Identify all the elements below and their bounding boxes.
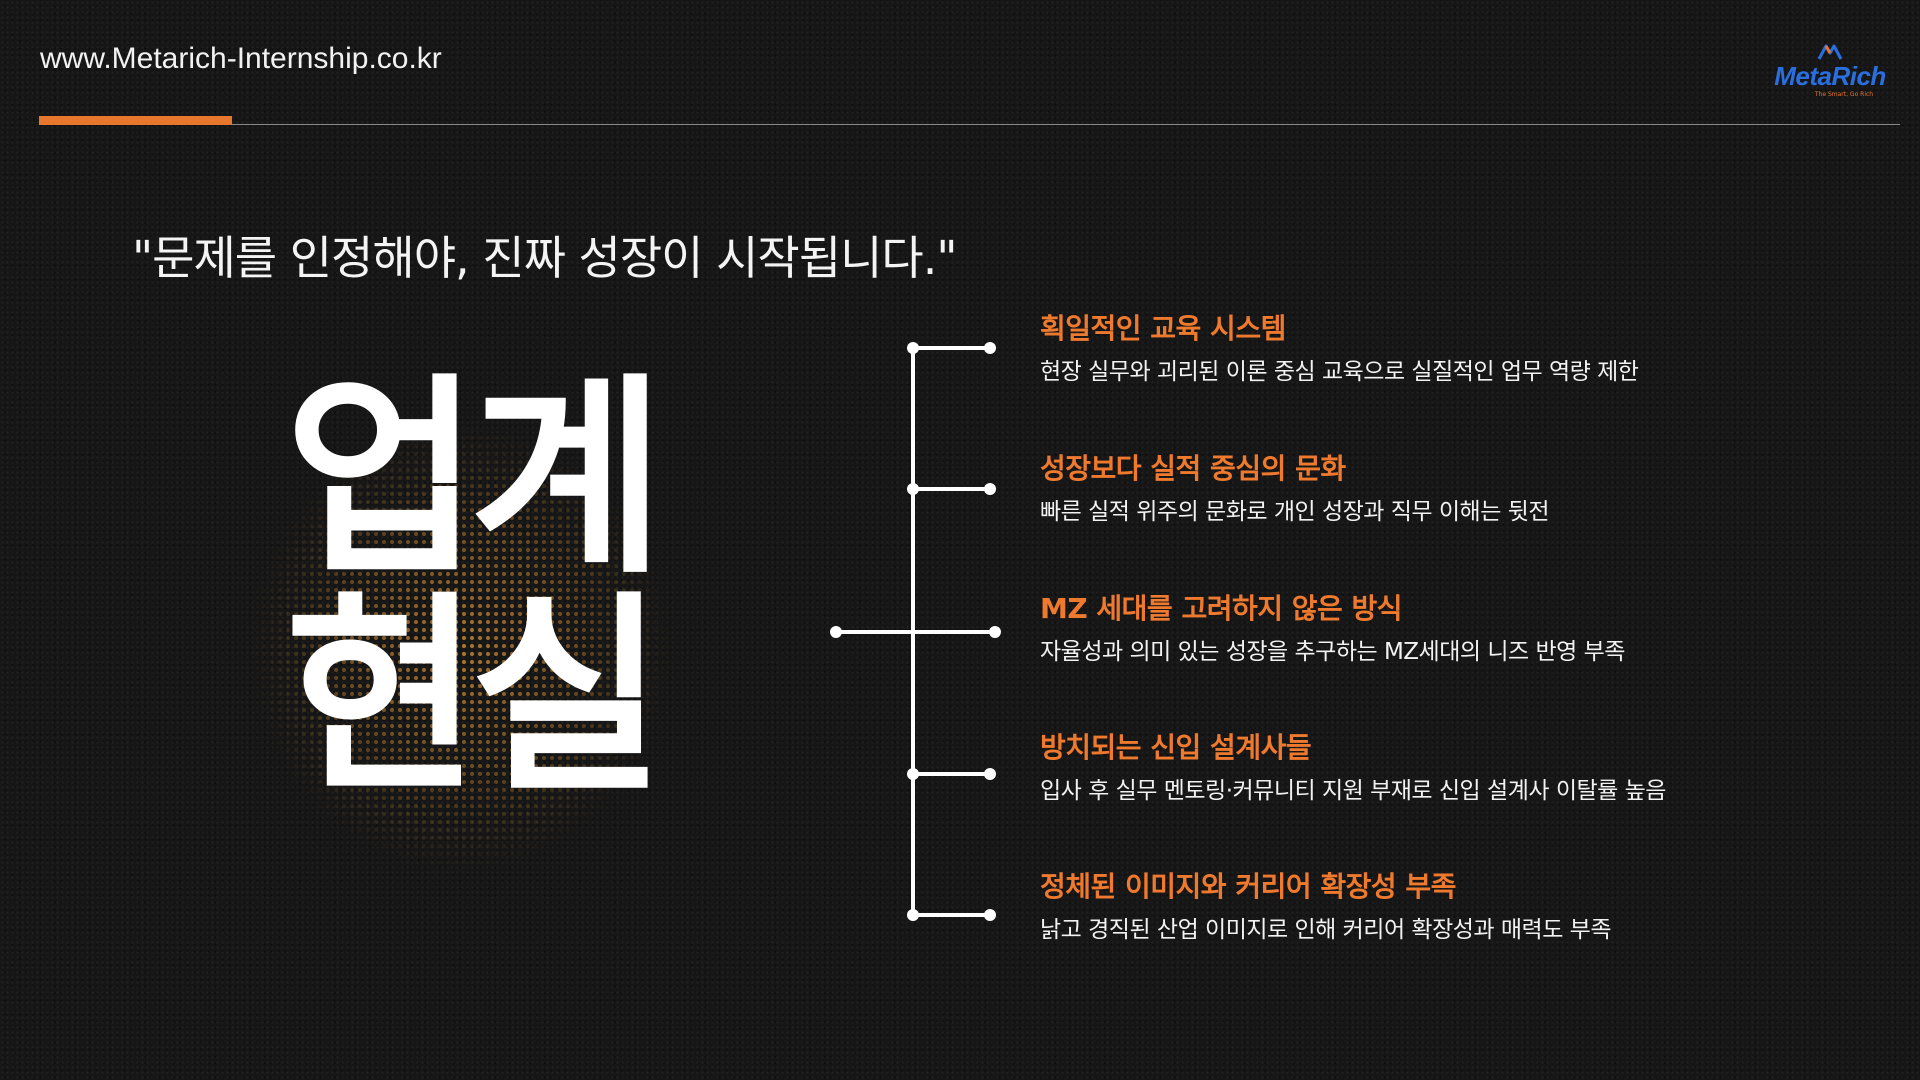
- logo-mark-icon: [1817, 44, 1843, 60]
- issue-desc: 입사 후 실무 멘토링·커뮤니티 지원 부재로 신입 설계사 이탈률 높음: [1040, 778, 1666, 804]
- node-dot: [984, 342, 996, 354]
- logo-text: MetaRich: [1774, 61, 1886, 91]
- issue-title: 정체된 이미지와 커리어 확장성 부족: [1040, 870, 1456, 903]
- site-url: www.Metarich-Internship.co.kr: [40, 42, 442, 75]
- header-divider: [232, 124, 1900, 125]
- node-dot: [984, 909, 996, 921]
- issue-title: 성장보다 실적 중심의 문화: [1040, 452, 1346, 485]
- issue-item-1: 획일적인 교육 시스템 현장 실무와 괴리된 이론 중심 교육으로 실질적인 업…: [1040, 311, 1800, 387]
- issue-item-5: 정체된 이미지와 커리어 확장성 부족 낡고 경직된 산업 이미지로 인해 커리…: [1040, 869, 1800, 945]
- node-dot: [984, 483, 996, 495]
- issue-title: 방치되는 신입 설계사들: [1040, 731, 1312, 764]
- logo-tagline: The Smart, Go Rich: [1814, 91, 1874, 98]
- main-title: 업계 현실: [240, 370, 700, 806]
- halftone-glow: [180, 370, 740, 990]
- node-dot: [907, 909, 919, 921]
- issue-desc: 낡고 경직된 산업 이미지로 인해 커리어 확장성과 매력도 부족: [1040, 917, 1612, 943]
- issue-item-3: MZ 세대를 고려하지 않은 방식 자율성과 의미 있는 성장을 추구하는 MZ…: [1040, 591, 1800, 667]
- issue-desc: 현장 실무와 괴리된 이론 중심 교육으로 실질적인 업무 역량 제한: [1040, 359, 1639, 385]
- issue-desc: 빠른 실적 위주의 문화로 개인 성장과 직무 이해는 뒷전: [1040, 499, 1550, 525]
- metarich-logo: MetaRich The Smart, Go Rich: [1760, 44, 1900, 120]
- main-title-line-2: 현실: [284, 573, 665, 820]
- main-title-line-1: 업계: [284, 355, 665, 602]
- issue-title: 획일적인 교육 시스템: [1040, 312, 1286, 345]
- issue-title: MZ 세대를 고려하지 않은 방식: [1040, 592, 1403, 625]
- header-accent-bar: [39, 116, 232, 125]
- issue-item-2: 성장보다 실적 중심의 문화 빠른 실적 위주의 문화로 개인 성장과 직무 이…: [1040, 451, 1800, 527]
- node-dot: [907, 768, 919, 780]
- issue-desc: 자율성과 의미 있는 성장을 추구하는 MZ세대의 니즈 반영 부족: [1040, 639, 1625, 665]
- node-dot: [984, 768, 996, 780]
- node-dot: [830, 626, 842, 638]
- node-dot: [989, 626, 1001, 638]
- node-dot: [907, 483, 919, 495]
- headline-quote: "문제를 인정해야, 진짜 성장이 시작됩니다.": [132, 231, 957, 285]
- node-dot: [907, 342, 919, 354]
- issue-item-4: 방치되는 신입 설계사들 입사 후 실무 멘토링·커뮤니티 지원 부재로 신입 …: [1040, 730, 1800, 806]
